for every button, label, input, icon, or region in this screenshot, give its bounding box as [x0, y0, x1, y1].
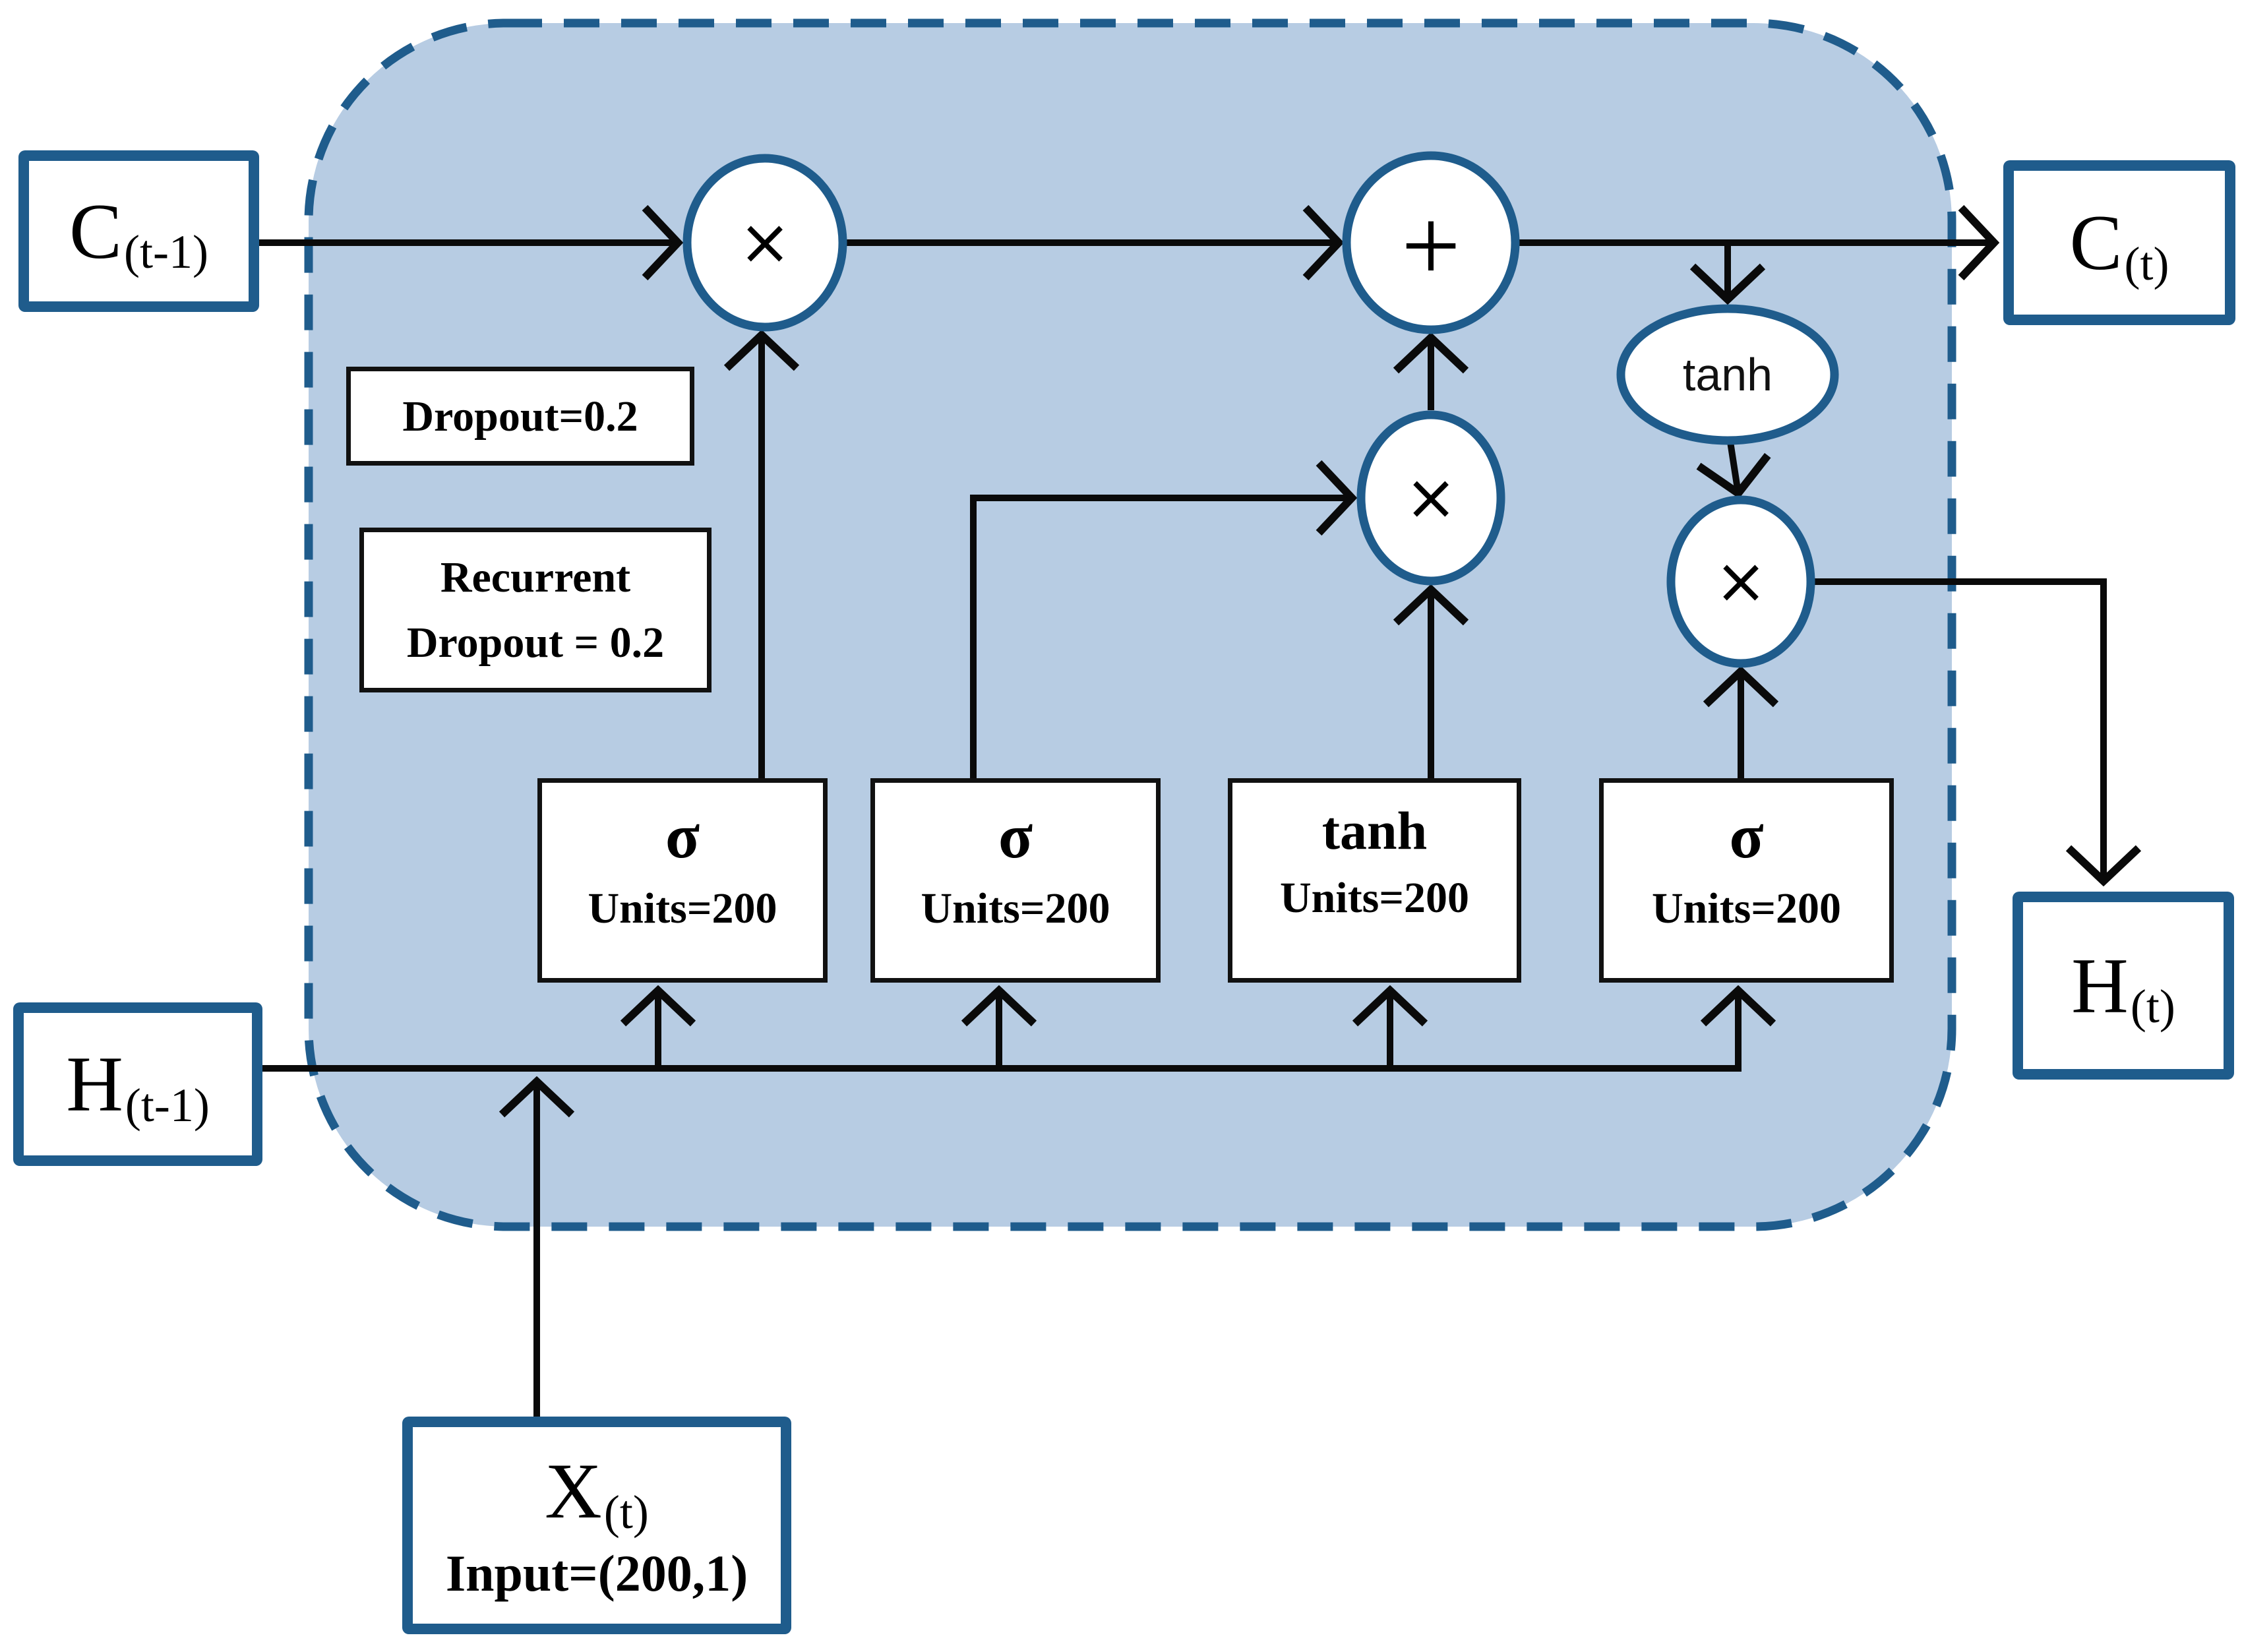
- box-h-next-label: H(t): [2071, 946, 2175, 1030]
- add-node: [1342, 151, 1520, 334]
- box-x-input: X(t) Input=(200,1): [402, 1417, 791, 1634]
- box-h-next-main: H: [2071, 941, 2129, 1029]
- multiply-forget-symbol: ×: [739, 206, 791, 279]
- box-h-next: H(t): [2013, 892, 2234, 1080]
- multiply-output-node: [1666, 495, 1815, 668]
- tanh-activation-label: tanh: [1682, 349, 1773, 400]
- arrow-tanh-to-multiply-output: [1730, 441, 1738, 493]
- box-x-input-label: X(t): [545, 1452, 649, 1536]
- hbus-and-arrow-into-gate4: [262, 991, 1738, 1072]
- box-h-next-sub: (t): [2130, 980, 2175, 1033]
- gate-output-units: Units=200: [1652, 884, 1841, 933]
- note-recurrent-line2: Dropout = 0.2: [406, 619, 665, 667]
- box-c-prev-label: C(t-1): [69, 191, 208, 276]
- note-dropout-text: Dropout=0.2: [402, 392, 638, 441]
- box-c-prev-main: C: [69, 187, 123, 275]
- multiply-input-node: [1356, 410, 1505, 586]
- gate-forget-symbol: σ: [665, 801, 700, 871]
- box-x-input-main: X: [545, 1447, 602, 1535]
- multiply-output-symbol: ×: [1714, 545, 1767, 618]
- tanh-activation-node: [1616, 304, 1839, 445]
- box-c-next-sub: (t): [2124, 237, 2169, 290]
- gate-candidate-tanh: tanh Units=200: [1228, 778, 1521, 983]
- note-recurrent-dropout: Recurrent Dropout = 0.2: [359, 528, 712, 692]
- gate-forget-units: Units=200: [588, 884, 777, 933]
- multiply-forget-node: [682, 154, 847, 332]
- box-c-next-label: C(t): [2069, 203, 2169, 288]
- arrow-gate2-to-multiply-input: [970, 498, 1352, 778]
- box-h-prev: H(t-1): [13, 1002, 262, 1166]
- gate-forget-sigma: σ Units=200: [537, 778, 828, 983]
- box-x-input-sub: (t): [603, 1485, 649, 1539]
- box-h-prev-main: H: [66, 1040, 123, 1128]
- gate-input-units: Units=200: [921, 884, 1110, 933]
- note-dropout: Dropout=0.2: [346, 367, 694, 466]
- gate-input-sigma: σ Units=200: [870, 778, 1161, 983]
- arrow-multiply-output-to-hnext: [1812, 578, 2104, 881]
- box-h-prev-label: H(t-1): [66, 1045, 210, 1129]
- gate-candidate-units: Units=200: [1280, 874, 1469, 923]
- note-recurrent-line1: Recurrent: [440, 553, 631, 601]
- gate-candidate-symbol: tanh: [1321, 801, 1428, 861]
- box-c-prev-sub: (t-1): [124, 226, 208, 279]
- add-symbol: +: [1401, 187, 1461, 304]
- gate-input-symbol: σ: [998, 801, 1033, 871]
- box-c-next: C(t): [2003, 160, 2235, 325]
- box-c-prev: C(t-1): [18, 150, 259, 312]
- box-c-next-main: C: [2069, 199, 2123, 286]
- multiply-input-symbol: ×: [1405, 461, 1457, 534]
- box-h-prev-sub: (t-1): [125, 1078, 210, 1132]
- gate-output-symbol: σ: [1729, 801, 1764, 871]
- gate-output-sigma: σ Units=200: [1599, 778, 1894, 983]
- box-x-input-shape: Input=(200,1): [445, 1545, 748, 1602]
